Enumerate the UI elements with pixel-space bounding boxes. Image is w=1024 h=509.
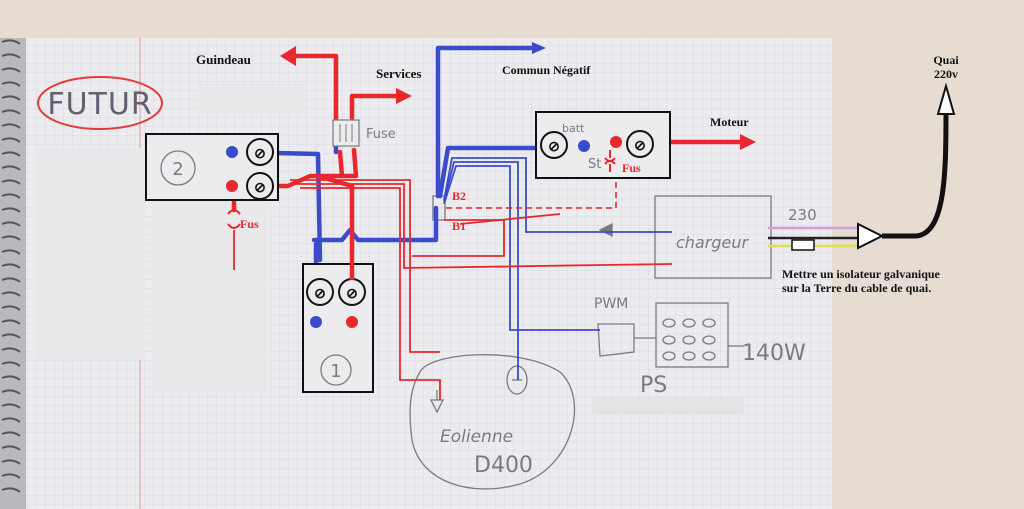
b2-label: B2	[452, 189, 466, 203]
battery-2-switch-positive	[246, 172, 274, 200]
battery-1: ⊘ ⊘ 1	[302, 262, 374, 393]
battery-1-number: 1	[330, 361, 341, 382]
right-fuse: Fus	[604, 150, 641, 175]
guindeau-label: Guindeau	[196, 52, 251, 67]
isolator-note-line2: sur la Terre du cable de quai.	[782, 281, 931, 295]
printed-labels: Guindeau Services Commun Négatif Moteur …	[196, 52, 959, 295]
futur-stamp: FUTUR	[37, 76, 163, 130]
pencil-labels: chargeur PWM PS 140W Eolienne D400	[440, 233, 806, 478]
positive-thin-wires	[233, 179, 673, 400]
isolator-note-line1: Mettre un isolateur galvanique	[782, 267, 941, 281]
pwm-box	[597, 323, 635, 357]
services-label: Services	[376, 66, 421, 81]
engine-battery: ⊘ ⊘ batt St	[535, 111, 671, 179]
engine-positive-terminal	[610, 136, 622, 148]
battery-1-switch-negative	[306, 278, 334, 306]
positive-arrowheads	[280, 46, 756, 150]
right-fuse-label: Fus	[622, 161, 641, 175]
battery-1-negative-terminal	[310, 316, 322, 328]
negative-thin-wires	[443, 157, 672, 380]
quai-label: Quai	[933, 53, 959, 67]
svg-text:⊘: ⊘	[346, 287, 358, 302]
spiral-binding	[1, 39, 21, 493]
battery-1-positive-terminal	[346, 316, 358, 328]
engine-negative-terminal	[578, 140, 590, 152]
engine-switch-left	[540, 131, 568, 159]
chargeur-label: chargeur	[676, 233, 749, 252]
b1-label: B1	[452, 219, 466, 233]
battery-2-positive-terminal	[226, 180, 238, 192]
svg-text:⊘: ⊘	[254, 181, 266, 196]
v230-label: 230	[788, 206, 817, 224]
eolienne-label: Eolienne	[440, 427, 513, 447]
moteur-label: Moteur	[710, 115, 749, 129]
top-fuse: Fuse	[332, 119, 396, 147]
watt-label: 140W	[742, 341, 806, 366]
pwm-label: PWM	[594, 296, 628, 312]
battery-2-switch-negative	[246, 138, 274, 166]
left-fuse: Fus	[227, 209, 259, 231]
ps-label: PS	[640, 373, 667, 398]
top-fuse-label: Fuse	[366, 127, 396, 142]
pencil-sketch	[409, 195, 772, 490]
svg-text:⊘: ⊘	[254, 147, 266, 162]
ps-cells	[662, 318, 716, 361]
battery-2-negative-terminal	[226, 146, 238, 158]
start-label: St	[588, 157, 601, 172]
eolienne-terminal	[506, 365, 528, 395]
ps-box	[655, 302, 729, 368]
left-fuse-label: Fus	[240, 217, 259, 231]
eolienne-circle	[409, 354, 576, 490]
shore-power: 230	[768, 82, 956, 251]
svg-text:⊘: ⊘	[548, 140, 560, 155]
negative-arrowhead	[532, 42, 546, 54]
battery-2: 2 ⊘ ⊘	[145, 133, 279, 201]
galvanic-isolator	[791, 239, 815, 251]
quai-voltage-label: 220v	[934, 67, 958, 81]
commun-negatif-label: Commun Négatif	[502, 63, 591, 77]
svg-text:⊘: ⊘	[314, 287, 326, 302]
batt-label: batt	[562, 122, 585, 135]
futur-text: FUTUR	[47, 87, 152, 122]
d400-label: D400	[474, 453, 533, 478]
engine-switch-right	[626, 130, 654, 158]
battery-2-number: 2	[172, 159, 183, 180]
svg-text:⊘: ⊘	[634, 139, 646, 154]
